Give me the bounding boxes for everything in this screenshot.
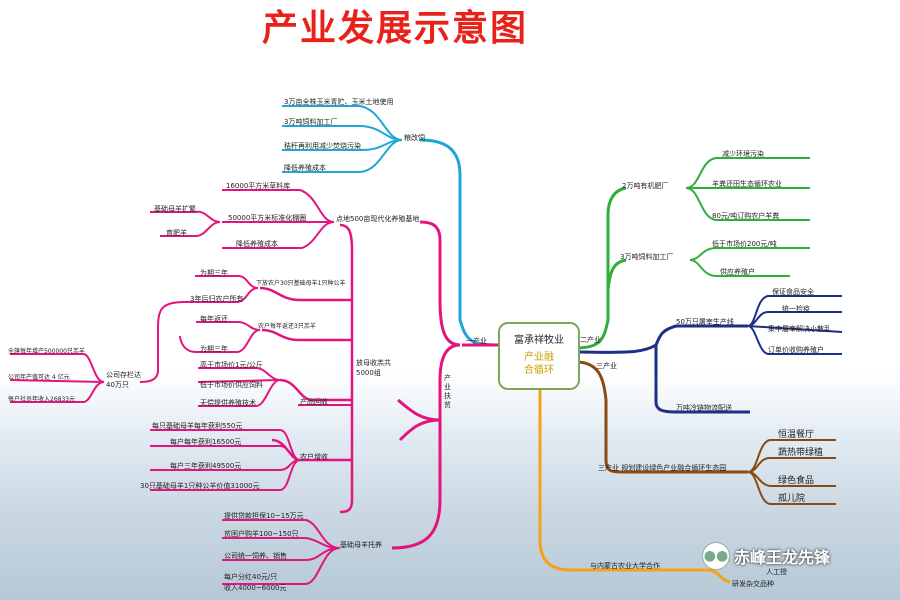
center-node: 富承祥牧业 产业融 合循环 [498, 322, 580, 390]
leaf-tuoyang-4: 每户分红40元/只 [224, 573, 278, 581]
leaf-gongsi-3: 每户社员年收入26833元 [8, 396, 76, 403]
leaf-nonghu-4: 30只基础母羊1只种公羊价值31000元 [140, 482, 260, 490]
connector-cyan-fan [282, 105, 403, 173]
leaf-gaige-1: 3万亩全株玉米青贮、玉米土地使用 [284, 98, 394, 106]
leaf-zhumu-b-2: 为期三年 [200, 345, 228, 353]
connector-magenta-fupin [391, 343, 461, 550]
leaf-youjifei-2: 羊粪还田生态循环农业 [712, 180, 782, 188]
leaf-guihua-1: 恒温餐厅 [778, 430, 815, 440]
leaf-gongsi-1: 全旗每年增产500000只羔羊 [8, 348, 85, 355]
leaf-zhumu-b-1: 每年返还 [200, 315, 228, 323]
node-tusha: 50万只屠宰生产线 [676, 318, 734, 326]
connector-magenta-c [197, 367, 352, 407]
connector-brown-guihua [747, 439, 836, 505]
leaf-zhumu-c-1: 高于市场价1元/公斤 [200, 361, 263, 369]
node-youjifei: 2万吨有机肥厂 [622, 182, 669, 190]
leaf-gaige-3: 秸秆再利用减少焚烧污染 [284, 142, 361, 150]
leaf-siliao-2: 供应养殖户 [720, 268, 755, 276]
node-jichumuyang: 基础母羊托养 [340, 541, 382, 549]
connector-magenta-a [139, 275, 259, 383]
node-yichanye: 一产业 [466, 337, 487, 345]
leaf-zhumu-a-note: 下放农户30只基础母羊1只种公羊 [256, 280, 346, 287]
connector-green-main [575, 186, 627, 350]
leaf-daxue-2: 研发杂交品种 [732, 580, 774, 588]
leaf-jidi-sub-2: 育肥羊 [166, 229, 187, 237]
watermark-text: 赤峰王龙先锋 [734, 548, 831, 567]
connector-magenta-b [179, 321, 261, 353]
leaf-tusha-4: 订单价收购养殖户 [768, 346, 824, 354]
node-sanchanye: 三产业 [596, 362, 617, 370]
leaf-jidi-sub-1: 基础母羊扩繁 [154, 205, 196, 213]
leaf-zhumu-c-3: 无偿提供养殖技术 [200, 399, 256, 407]
node-zhumu: 放母收羔共5000组 [356, 359, 391, 377]
node-nonghu: 农户增收 [300, 453, 328, 461]
leaf-youjifei-3: 80元/吨订购农户羊粪 [712, 212, 780, 220]
leaf-tuoyang-3: 公司统一饲养、销售 [224, 552, 287, 560]
wechat-icon: ●● [702, 542, 730, 570]
connector-magenta-trunk [419, 220, 461, 347]
leaf-zhumu-a-2: 3年后归农户所有 [190, 295, 244, 303]
connector-magenta-gongsi [9, 353, 105, 403]
connector-cyan-main [419, 138, 499, 347]
leaf-nonghu-3: 每户三年获利49500元 [170, 462, 242, 470]
leaf-gaige-4: 降低养殖成本 [284, 164, 326, 172]
connector-magenta-zhumu [259, 223, 354, 514]
leaf-zhumu-c-2: 低于市场价供应饲料 [200, 381, 263, 389]
connector-navy-main [575, 324, 750, 414]
leaf-zhumu-a-1: 为期三年 [200, 269, 228, 277]
node-gaige: 粮改饲 [404, 134, 425, 142]
leaf-nonghu-2: 每户每年获利16500元 [170, 438, 242, 446]
leaf-tusha-3: 集中屠宰解决小散乱 [768, 325, 831, 333]
leaf-tuoyang-5: 收入4000~6000元 [224, 584, 287, 592]
connector-green-youjifei [685, 157, 810, 221]
leaf-guihua-4: 孤儿院 [778, 494, 806, 504]
leaf-daxue-1: 人工授 [766, 568, 787, 576]
connector-magenta-nonghu [150, 429, 301, 491]
leaf-tusha-1: 保证食品安全 [772, 288, 814, 296]
page-title: 产业发展示意图 [262, 8, 529, 49]
center-subtitle-2: 合循环 [524, 365, 554, 376]
leaf-tuoyang-2: 贫困户购羊100~150只 [224, 530, 299, 538]
node-guihua: 三产业 规划建设绿色产业融合循环生态园 [598, 464, 727, 472]
node-gongsicun: 公司存栏达40万只 [106, 371, 141, 389]
connector-magenta-tuoyang [222, 519, 341, 585]
node-lenglian: 万吨冷链物流配送 [676, 404, 732, 412]
leaf-guihua-2: 蔬热带绿植 [778, 448, 824, 458]
leaf-jidi-3: 降低养殖成本 [236, 240, 278, 248]
connector-brown-main [575, 360, 748, 474]
node-daxue: 与内蒙古农业大学合作 [590, 562, 660, 570]
connector-magenta-jidi [150, 189, 335, 249]
leaf-jidi-2: 50000平方米标准化棚圈 [228, 214, 307, 222]
leaf-guihua-3: 绿色食品 [778, 476, 815, 486]
leaf-zhumu-c-label: 产品回收 [300, 398, 328, 406]
node-jidi: 点地500亩现代化养殖基地 [336, 215, 420, 223]
leaf-tuoyang-1: 提供贷款担保10~15万元 [224, 512, 304, 520]
leaf-gaige-2: 3万吨饲料加工厂 [284, 118, 338, 126]
leaf-jidi-1: 16000平方米草料库 [226, 182, 291, 190]
connector-navy-tusha [747, 295, 843, 355]
center-title: 富承祥牧业 [514, 335, 564, 346]
node-chanyefupin: 产业扶贫 [444, 374, 451, 409]
leaf-gongsi-2: 公司年产值可达 4 亿元 [8, 374, 70, 381]
leaf-zhumu-b-note: 农户每年返还3只羔羊 [258, 323, 316, 330]
connector-green-siliao [689, 247, 810, 277]
leaf-youjifei-1: 减少环境污染 [722, 150, 764, 158]
leaf-siliao-1: 低于市场价200元/吨 [712, 240, 777, 248]
node-erchanye: 二产业 [580, 336, 601, 344]
leaf-tusha-2: 统一检疫 [782, 305, 810, 313]
center-subtitle-1: 产业融 [524, 352, 554, 363]
node-siliao: 3万吨饲料加工厂 [620, 253, 674, 261]
leaf-nonghu-1: 每只基础母羊每年获利550元 [152, 422, 243, 430]
